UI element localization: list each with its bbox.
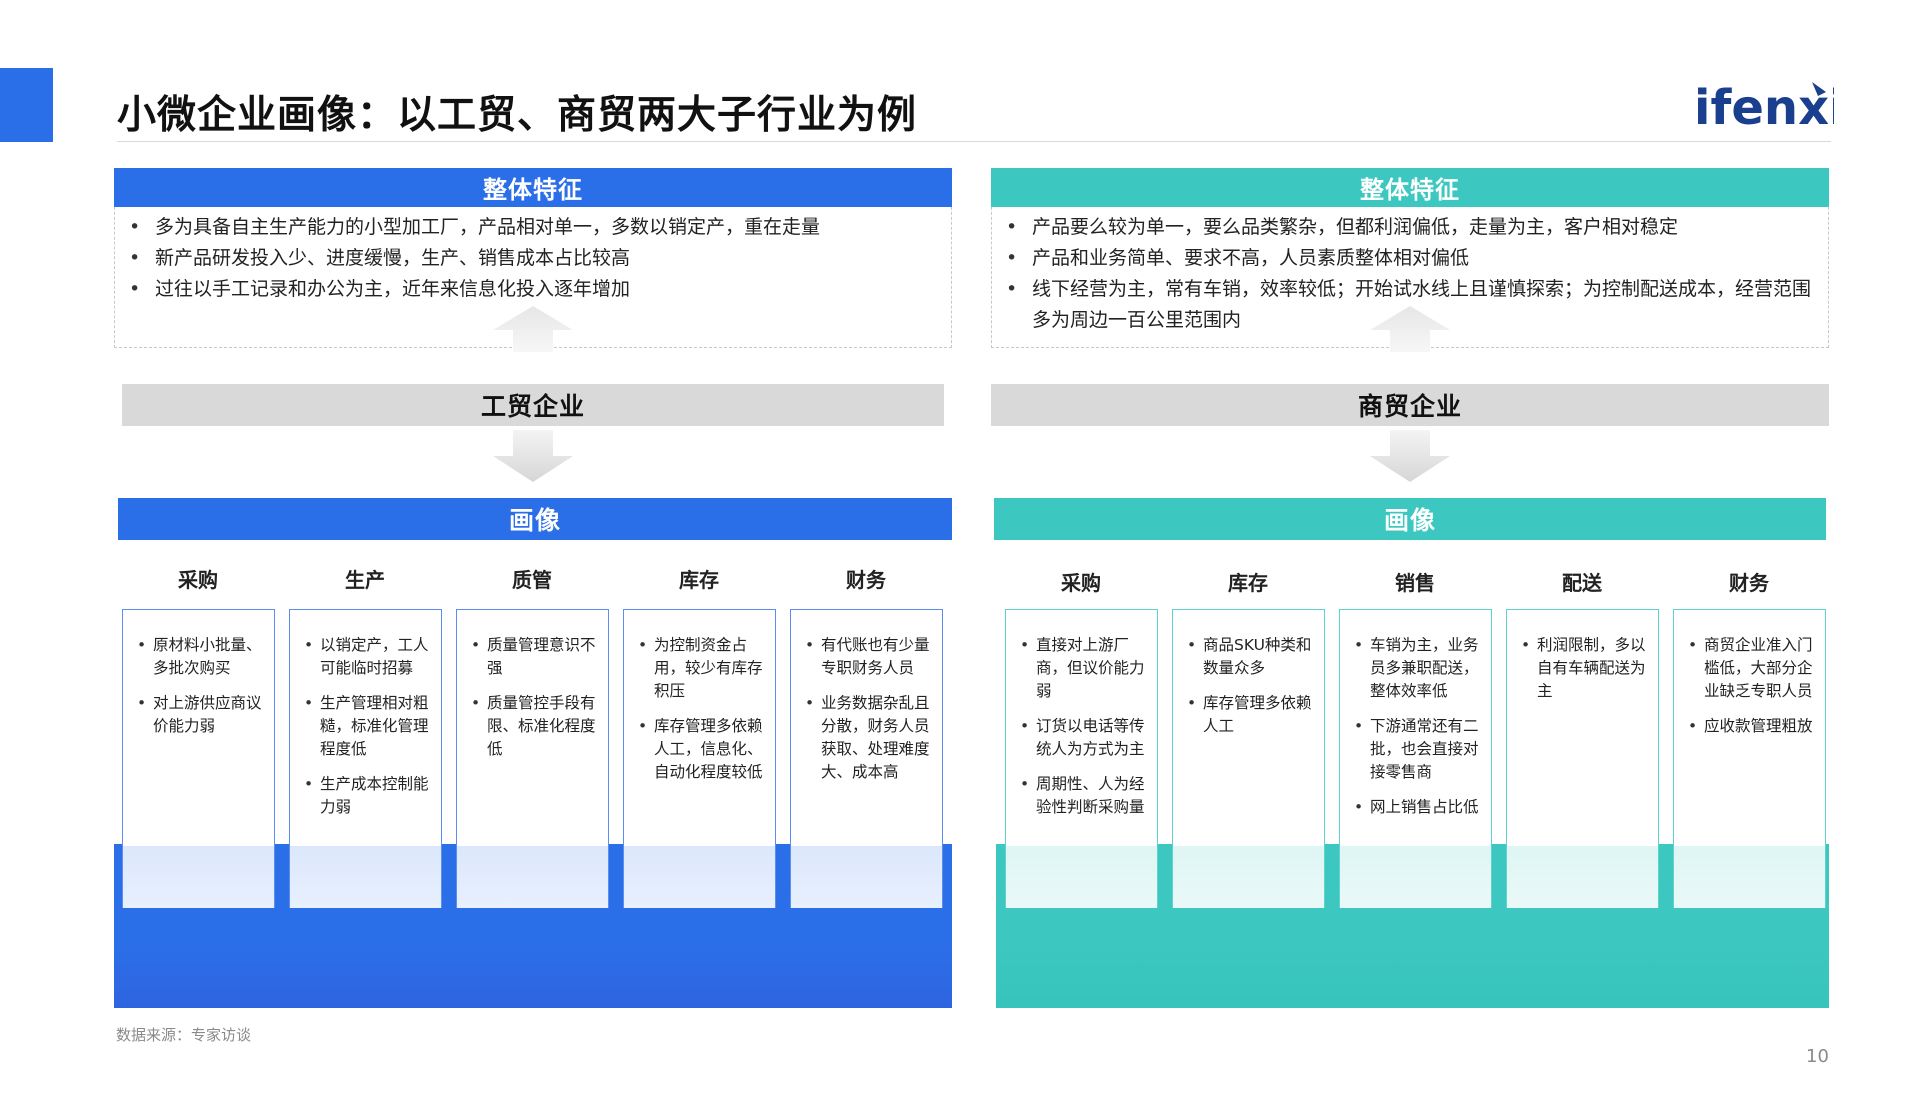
left-col-title: 质管 (512, 568, 552, 592)
card-item: 业务数据杂乱且分散，财务人员获取、处理难度大、成本高 (805, 692, 930, 784)
card-fade (123, 846, 274, 908)
title-accent-block (0, 68, 53, 142)
left-feature-list: 多为具备自主生产能力的小型加工厂，产品相对单一，多数以销定产，重在走量 新产品研… (129, 212, 937, 305)
card-item: 对上游供应商议价能力弱 (137, 692, 262, 738)
card-list: 商品SKU种类和数量众多 库存管理多依赖人工 (1187, 634, 1312, 738)
right-portrait-header: 画像 (994, 498, 1826, 540)
right-panel-commercial-trade: 整体特征 产品要么较为单一，要么品类繁杂，但都利润偏低，走量为主，客户相对稳定 … (991, 168, 1829, 1010)
left-col-card-quality: 质量管理意识不强 质量管控手段有限、标准化程度低 (456, 609, 609, 908)
up-arrow-icon (493, 306, 573, 352)
card-item: 原材料小批量、多批次购买 (137, 634, 262, 680)
card-fade (1173, 846, 1324, 908)
card-fade (1507, 846, 1658, 908)
card-list: 直接对上游厂商，但议价能力弱 订货以电话等传统人为方式为主 周期性、人为经验性判… (1020, 634, 1145, 819)
page-title: 小微企业画像：以工贸、商贸两大子行业为例 (117, 93, 918, 138)
left-portrait-header: 画像 (118, 498, 952, 540)
left-col-card-production: 以销定产，工人可能临时招募 生产管理相对粗糙，标准化管理程度低 生产成本控制能力… (289, 609, 442, 908)
ifenxi-logo: ifenxi (1694, 78, 1845, 136)
card-list: 为控制资金占用，较少有库存积压 库存管理多依赖人工，信息化、自动化程度较低 (638, 634, 763, 784)
card-fade (1674, 846, 1825, 908)
right-entity-bar: 商贸企业 (991, 384, 1829, 426)
card-item: 有代账也有少量专职财务人员 (805, 634, 930, 680)
left-feature-header: 整体特征 (114, 168, 952, 207)
card-item: 车销为主，业务员多兼职配送，整体效率低 (1354, 634, 1479, 703)
card-item: 订货以电话等传统人为方式为主 (1020, 715, 1145, 761)
right-col-title: 财务 (1729, 571, 1769, 595)
right-feature-header: 整体特征 (991, 168, 1829, 207)
right-col-card-finance: 商贸企业准入门槛低，大部分企业缺乏专职人员 应收款管理粗放 (1673, 609, 1826, 908)
left-panel-industrial-trade: 整体特征 多为具备自主生产能力的小型加工厂，产品相对单一，多数以销定产，重在走量… (114, 168, 952, 1010)
card-fade (1006, 846, 1157, 908)
left-col-title: 财务 (846, 568, 886, 592)
card-item: 应收款管理粗放 (1688, 715, 1813, 738)
card-item: 为控制资金占用，较少有库存积压 (638, 634, 763, 703)
card-list: 质量管理意识不强 质量管控手段有限、标准化程度低 (471, 634, 596, 761)
logo-text: ifenxi (1694, 80, 1834, 134)
card-fade (1340, 846, 1491, 908)
card-fade (791, 846, 942, 908)
right-col-card-inventory: 商品SKU种类和数量众多 库存管理多依赖人工 (1172, 609, 1325, 908)
page-number: 10 (1806, 1046, 1829, 1067)
card-list: 利润限制，多以自有车辆配送为主 (1521, 634, 1646, 703)
card-item: 质量管控手段有限、标准化程度低 (471, 692, 596, 761)
feature-item: 过往以手工记录和办公为主，近年来信息化投入逐年增加 (129, 274, 937, 305)
right-col-title: 库存 (1228, 571, 1268, 595)
feature-item: 产品和业务简单、要求不高，人员素质整体相对偏低 (1006, 243, 1814, 274)
card-list: 商贸企业准入门槛低，大部分企业缺乏专职人员 应收款管理粗放 (1688, 634, 1813, 738)
down-arrow-icon (1370, 430, 1450, 482)
title-divider (117, 141, 1831, 142)
card-item: 周期性、人为经验性判断采购量 (1020, 773, 1145, 819)
card-list: 有代账也有少量专职财务人员 业务数据杂乱且分散，财务人员获取、处理难度大、成本高 (805, 634, 930, 784)
card-item: 库存管理多依赖人工 (1187, 692, 1312, 738)
right-col-card-delivery: 利润限制，多以自有车辆配送为主 (1506, 609, 1659, 908)
left-col-title: 采购 (178, 568, 218, 592)
right-feature-list: 产品要么较为单一，要么品类繁杂，但都利润偏低，走量为主，客户相对稳定 产品和业务… (1006, 212, 1814, 336)
card-list: 以销定产，工人可能临时招募 生产管理相对粗糙，标准化管理程度低 生产成本控制能力… (304, 634, 429, 819)
card-item: 利润限制，多以自有车辆配送为主 (1521, 634, 1646, 703)
source-footnote: 数据来源：专家访谈 (116, 1026, 252, 1044)
left-col-card-inventory: 为控制资金占用，较少有库存积压 库存管理多依赖人工，信息化、自动化程度较低 (623, 609, 776, 908)
card-list: 车销为主，业务员多兼职配送，整体效率低 下游通常还有二批，也会直接对接零售商 网… (1354, 634, 1479, 819)
left-col-card-finance: 有代账也有少量专职财务人员 业务数据杂乱且分散，财务人员获取、处理难度大、成本高 (790, 609, 943, 908)
card-item: 生产管理相对粗糙，标准化管理程度低 (304, 692, 429, 761)
down-arrow-icon (493, 430, 573, 482)
right-col-card-sales: 车销为主，业务员多兼职配送，整体效率低 下游通常还有二批，也会直接对接零售商 网… (1339, 609, 1492, 908)
feature-item: 多为具备自主生产能力的小型加工厂，产品相对单一，多数以销定产，重在走量 (129, 212, 937, 243)
card-item: 库存管理多依赖人工，信息化、自动化程度较低 (638, 715, 763, 784)
right-col-title: 销售 (1395, 571, 1435, 595)
feature-item: 产品要么较为单一，要么品类繁杂，但都利润偏低，走量为主，客户相对稳定 (1006, 212, 1814, 243)
card-item: 质量管理意识不强 (471, 634, 596, 680)
left-col-card-procurement: 原材料小批量、多批次购买 对上游供应商议价能力弱 (122, 609, 275, 908)
left-col-title: 生产 (345, 568, 385, 592)
card-item: 直接对上游厂商，但议价能力弱 (1020, 634, 1145, 703)
right-col-title: 配送 (1562, 571, 1602, 595)
card-list: 原材料小批量、多批次购买 对上游供应商议价能力弱 (137, 634, 262, 738)
card-item: 生产成本控制能力弱 (304, 773, 429, 819)
right-col-title: 采购 (1061, 571, 1101, 595)
card-item: 下游通常还有二批，也会直接对接零售商 (1354, 715, 1479, 784)
up-arrow-icon (1370, 306, 1450, 352)
left-entity-bar: 工贸企业 (122, 384, 944, 426)
left-col-title: 库存 (679, 568, 719, 592)
feature-item: 线下经营为主，常有车销，效率较低；开始试水线上且谨慎探索；为控制配送成本，经营范… (1006, 274, 1814, 336)
feature-item: 新产品研发投入少、进度缓慢，生产、销售成本占比较高 (129, 243, 937, 274)
card-fade (624, 846, 775, 908)
card-fade (290, 846, 441, 908)
right-feature-box: 产品要么较为单一，要么品类繁杂，但都利润偏低，走量为主，客户相对稳定 产品和业务… (991, 207, 1829, 348)
left-feature-box: 多为具备自主生产能力的小型加工厂，产品相对单一，多数以销定产，重在走量 新产品研… (114, 207, 952, 348)
card-item: 网上销售占比低 (1354, 796, 1479, 819)
card-item: 商贸企业准入门槛低，大部分企业缺乏专职人员 (1688, 634, 1813, 703)
card-item: 以销定产，工人可能临时招募 (304, 634, 429, 680)
card-fade (457, 846, 608, 908)
card-item: 商品SKU种类和数量众多 (1187, 634, 1312, 680)
right-col-card-procurement: 直接对上游厂商，但议价能力弱 订货以电话等传统人为方式为主 周期性、人为经验性判… (1005, 609, 1158, 908)
